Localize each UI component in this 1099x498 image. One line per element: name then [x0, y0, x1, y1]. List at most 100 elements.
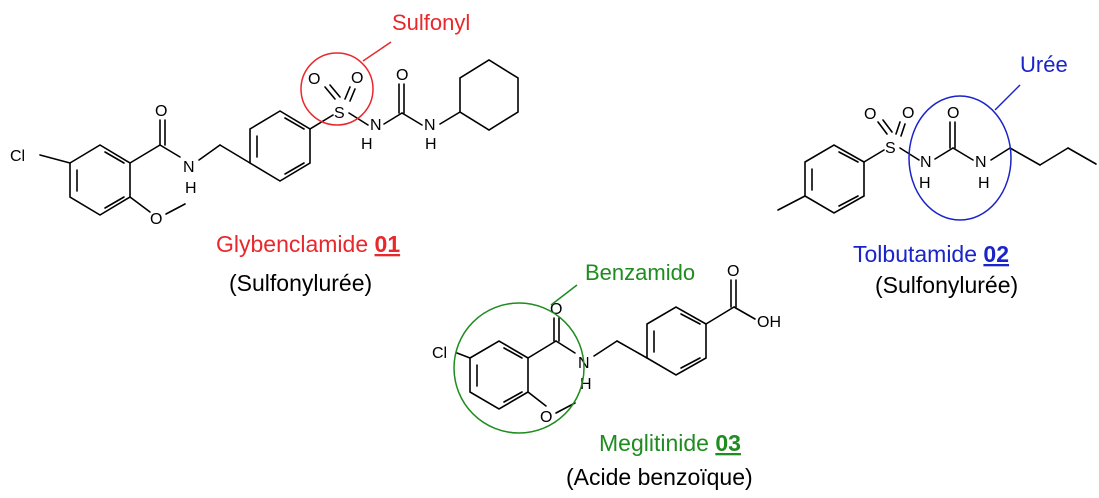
glyb-ring-1-double	[104, 151, 125, 164]
glyb-h-sulfonamide-label: H	[361, 136, 373, 153]
glyb-o-urea-label: O	[396, 67, 408, 84]
megl-linker-bond	[616, 340, 648, 359]
meglitinide-class: (Acide benzoïque)	[566, 464, 753, 490]
glyb-n-sulfonamide-label: N	[370, 117, 382, 134]
tolb-nc-bond	[934, 147, 954, 160]
tolb-o-sulfonyl-label: O	[902, 105, 914, 122]
glyb-o-sulfonyl-label: O	[308, 71, 320, 88]
glyb-h-amide-label: H	[185, 180, 197, 197]
tolb-so-double	[895, 121, 901, 135]
glyb-so-double	[329, 84, 341, 98]
megl-h-amide-label: H	[580, 376, 592, 393]
tolb-butyl-bond	[1009, 147, 1041, 166]
sulfonyl-tag: Sulfonyl	[392, 10, 470, 35]
megl-cooh-bond	[705, 306, 735, 325]
glyb-ring-2-double	[284, 162, 305, 175]
glyb-o-sulfonyl-label: O	[351, 70, 363, 87]
tolb-o-sulfonyl-label: O	[864, 106, 876, 123]
glyb-n-urea-label: N	[424, 117, 436, 134]
sulfonyl-highlight-circle	[300, 52, 374, 126]
benzamido-leader-line	[550, 284, 578, 306]
megl-ring-1	[469, 340, 529, 410]
tolb-ring	[804, 144, 865, 214]
meglitinide-number: 03	[715, 430, 741, 456]
uree-highlight-ellipse	[908, 95, 1012, 221]
sulfonyl-leader-line	[362, 41, 392, 62]
tolb-so-double	[900, 123, 906, 137]
glyb-n-amide-label: N	[183, 159, 195, 176]
tolb-ring-double	[838, 151, 859, 163]
glyb-cl-label: Cl	[10, 148, 25, 165]
glybenclamide-number: 01	[375, 231, 401, 257]
megl-ring-1-double	[503, 347, 523, 359]
tolb-ring-double	[838, 195, 859, 207]
megl-cl-bond	[456, 352, 471, 359]
glyb-ring-2-double	[284, 117, 305, 130]
megl-co-bond	[527, 340, 557, 359]
glyb-n-cy-bond	[439, 111, 461, 125]
tolb-o-urea-label: O	[947, 105, 959, 122]
glyb-cn-bond	[159, 144, 181, 158]
tolbutamide-structure: S O O N H O N H Urée	[777, 52, 1097, 221]
glyb-ring-1-double	[104, 196, 125, 209]
glyb-h-urea-label: H	[425, 136, 437, 153]
tolb-so-double	[877, 121, 888, 135]
glyb-ring-2	[249, 110, 311, 182]
megl-ome-bond	[527, 391, 547, 407]
meglitinide-structure: Cl O O N H O OH Benzamido	[432, 260, 781, 434]
megl-cl-label: Cl	[432, 345, 447, 362]
tolb-methyl-bond	[777, 195, 806, 211]
megl-methyl-bond	[555, 402, 576, 414]
glybenclamide-caption: Glybenclamide 01	[216, 231, 400, 257]
benzamido-highlight-circle	[453, 302, 585, 434]
glyb-o-carbonyl-label: O	[155, 103, 167, 120]
tolbutamide-caption: Tolbutamide 02	[853, 241, 1009, 267]
megl-o-methoxy-label: O	[540, 409, 552, 426]
megl-oh-bond	[733, 306, 756, 320]
glyb-so-double	[344, 86, 351, 100]
glyb-cyclohexyl	[459, 59, 519, 131]
megl-cn-bond	[555, 340, 576, 354]
tolb-cs-bond	[863, 149, 885, 163]
glyb-s-label: S	[334, 105, 345, 122]
glyb-cl-bond	[39, 154, 71, 164]
glyb-linker-bond	[219, 144, 251, 164]
tolb-cn2-bond	[952, 147, 974, 161]
tolb-h2-label: H	[978, 175, 990, 192]
benzamido-tag: Benzamido	[585, 260, 695, 285]
tolb-so-double	[882, 119, 893, 133]
tolb-butyl-bond	[1067, 147, 1097, 165]
glyb-linker-bond	[198, 144, 221, 161]
glyb-so-double	[349, 88, 356, 102]
glyb-so-double	[324, 86, 336, 100]
megl-o-carbonyl-label: O	[550, 301, 562, 318]
tolb-n2-label: N	[975, 154, 987, 171]
glyb-sn-bond	[348, 112, 369, 126]
tolb-s-label: S	[885, 140, 896, 157]
megl-ring-2-double	[680, 313, 701, 325]
glyb-nc-bond	[383, 112, 403, 125]
tolbutamide-number: 02	[983, 241, 1009, 267]
megl-ring-1-double	[503, 391, 523, 403]
tolbutamide-class: (Sulfonylurée)	[875, 272, 1018, 298]
megl-linker-bond	[593, 340, 618, 357]
glybenclamide-structure: Cl O O N H S O O N H O	[10, 10, 519, 228]
tolb-butyl-bond	[1039, 147, 1069, 166]
glyb-ome-bond	[129, 196, 151, 213]
tolb-n1-label: N	[920, 154, 932, 171]
megl-oh-label: OH	[757, 314, 781, 331]
meglitinide-caption: Meglitinide 03	[599, 430, 741, 456]
glyb-methyl-bond	[165, 203, 186, 215]
tolb-h1-label: H	[919, 175, 931, 192]
glybenclamide-class: (Sulfonylurée)	[229, 270, 372, 296]
glyb-ring-1	[69, 144, 131, 216]
tolbutamide-name: Tolbutamide	[853, 241, 983, 267]
glyb-cn2-bond	[401, 112, 423, 126]
glyb-co-bond	[129, 144, 161, 164]
meglitinide-name: Meglitinide	[599, 430, 715, 456]
tolb-butyl-bond	[990, 147, 1011, 161]
glyb-o-methoxy-label: O	[150, 211, 162, 228]
uree-tag: Urée	[1020, 52, 1068, 77]
